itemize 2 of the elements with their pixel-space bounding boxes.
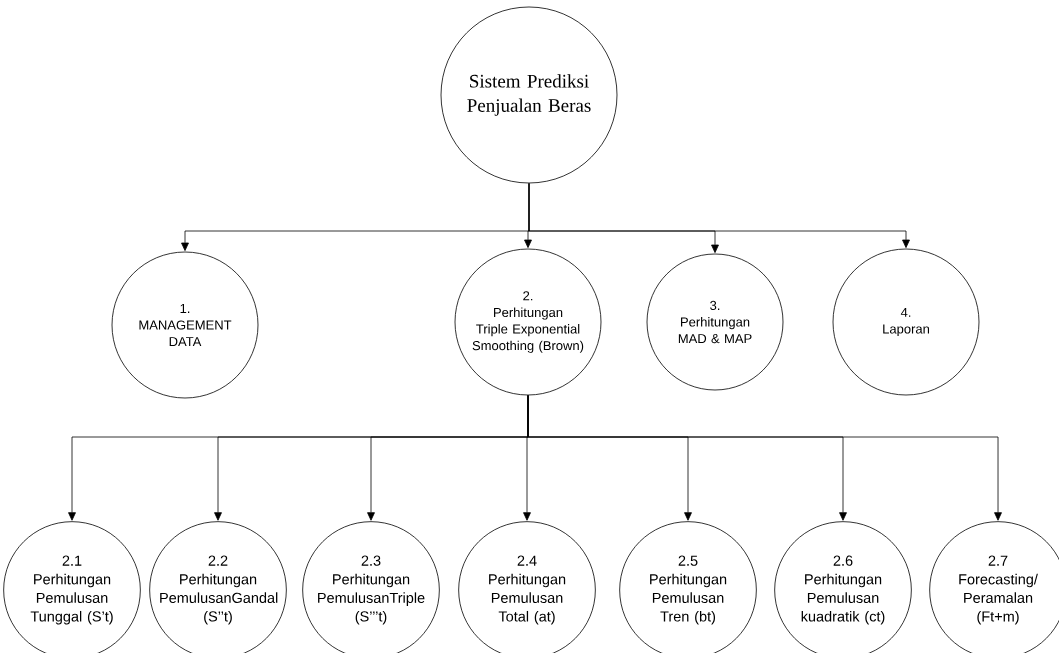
arrow	[527, 395, 1002, 521]
arrow	[528, 183, 910, 248]
